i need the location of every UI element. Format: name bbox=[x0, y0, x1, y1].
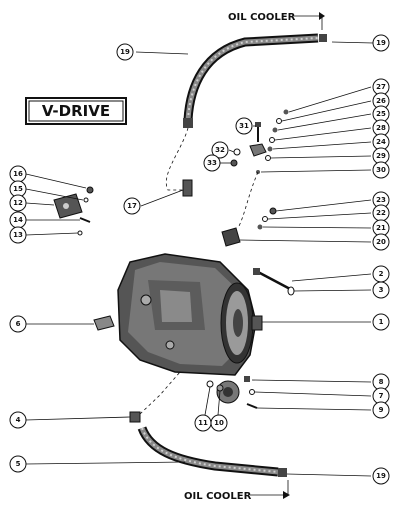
svg-text:29: 29 bbox=[376, 152, 386, 160]
svg-text:25: 25 bbox=[376, 110, 386, 118]
leader-lines bbox=[25, 41, 374, 477]
transmission-body bbox=[117, 253, 263, 376]
oil-cooler-label-top: OIL COOLER bbox=[228, 12, 296, 23]
svg-text:12: 12 bbox=[13, 199, 23, 207]
callout-6: 6 bbox=[9, 315, 27, 333]
callout-20: 20 bbox=[372, 233, 390, 251]
callout-4: 4 bbox=[9, 411, 27, 429]
svg-text:13: 13 bbox=[13, 231, 23, 239]
svg-text:27: 27 bbox=[376, 83, 386, 91]
svg-text:22: 22 bbox=[376, 209, 386, 217]
callout-11: 11 bbox=[194, 414, 212, 432]
callout-3: 3 bbox=[372, 281, 390, 299]
upper-oil-cooler-hose bbox=[183, 33, 327, 128]
callout-16: 16 bbox=[9, 165, 27, 183]
svg-text:21: 21 bbox=[376, 224, 386, 232]
callout-27: 27 bbox=[372, 78, 390, 96]
bracket-12 bbox=[53, 186, 94, 236]
svg-text:15: 15 bbox=[13, 185, 23, 193]
cover-plate-group bbox=[206, 376, 258, 409]
svg-text:33: 33 bbox=[207, 159, 217, 167]
svg-text:32: 32 bbox=[215, 146, 225, 154]
svg-text:26: 26 bbox=[376, 97, 386, 105]
svg-text:19: 19 bbox=[376, 472, 386, 480]
arrow-head-top bbox=[319, 12, 325, 20]
lower-oil-cooler-hose bbox=[137, 426, 287, 477]
callout-32: 32 bbox=[211, 141, 229, 159]
callout-5: 5 bbox=[9, 455, 27, 473]
dashed-line-17 bbox=[165, 127, 189, 191]
fitting-6 bbox=[93, 315, 115, 331]
callout-10: 10 bbox=[210, 414, 228, 432]
svg-text:5: 5 bbox=[16, 460, 21, 468]
dashed-line-20 bbox=[237, 171, 259, 229]
callout-12: 12 bbox=[9, 194, 27, 212]
callout-13: 13 bbox=[9, 226, 27, 244]
diagram-title: V-DRIVE bbox=[42, 102, 110, 120]
svg-text:14: 14 bbox=[13, 216, 23, 224]
svg-text:9: 9 bbox=[379, 406, 384, 414]
svg-text:1: 1 bbox=[379, 318, 384, 326]
svg-text:31: 31 bbox=[239, 122, 249, 130]
svg-text:3: 3 bbox=[379, 286, 384, 294]
fitting-group-upper bbox=[230, 109, 289, 174]
svg-text:28: 28 bbox=[376, 124, 386, 132]
oil-cooler-label-bottom: OIL COOLER bbox=[184, 491, 252, 502]
callout-31: 31 bbox=[235, 117, 253, 135]
oil-cooler-arrow-bottom bbox=[250, 480, 289, 496]
dashed-line-4 bbox=[139, 371, 181, 415]
callout-30: 30 bbox=[372, 161, 390, 179]
title-box: V-DRIVE bbox=[25, 97, 127, 125]
oil-cooler-arrow-top bbox=[293, 15, 323, 30]
svg-text:8: 8 bbox=[379, 378, 384, 386]
svg-text:10: 10 bbox=[214, 419, 224, 427]
svg-text:24: 24 bbox=[376, 138, 386, 146]
callout-9: 9 bbox=[372, 401, 390, 419]
svg-text:19: 19 bbox=[376, 39, 386, 47]
fitting-4 bbox=[129, 411, 141, 423]
callout-14: 14 bbox=[9, 211, 27, 229]
svg-text:16: 16 bbox=[13, 170, 23, 178]
svg-text:30: 30 bbox=[376, 166, 386, 174]
callout-26: 26 bbox=[372, 92, 390, 110]
washer-3 bbox=[287, 286, 295, 296]
callout-17: 17 bbox=[123, 197, 141, 215]
callout-23: 23 bbox=[372, 191, 390, 209]
svg-text:17: 17 bbox=[127, 202, 137, 210]
svg-text:2: 2 bbox=[379, 270, 384, 278]
svg-text:4: 4 bbox=[16, 416, 21, 424]
callout-19-top: 19 bbox=[116, 43, 134, 61]
callout-28: 28 bbox=[372, 119, 390, 137]
callout-19-right: 19 bbox=[372, 34, 390, 52]
svg-text:6: 6 bbox=[16, 320, 21, 328]
callout-2: 2 bbox=[372, 265, 390, 283]
callout-33: 33 bbox=[203, 154, 221, 172]
arrow-head-bottom bbox=[283, 491, 290, 499]
svg-text:23: 23 bbox=[376, 196, 386, 204]
callout-22: 22 bbox=[372, 204, 390, 222]
svg-text:7: 7 bbox=[379, 392, 384, 400]
svg-text:11: 11 bbox=[198, 419, 208, 427]
fitting-17 bbox=[182, 179, 193, 197]
fitting-group-lower bbox=[221, 207, 277, 247]
callout-19-bottom: 19 bbox=[372, 467, 390, 485]
callout-1: 1 bbox=[372, 313, 390, 331]
svg-text:19: 19 bbox=[120, 48, 130, 56]
svg-text:20: 20 bbox=[376, 238, 386, 246]
bolt-2 bbox=[253, 268, 293, 292]
